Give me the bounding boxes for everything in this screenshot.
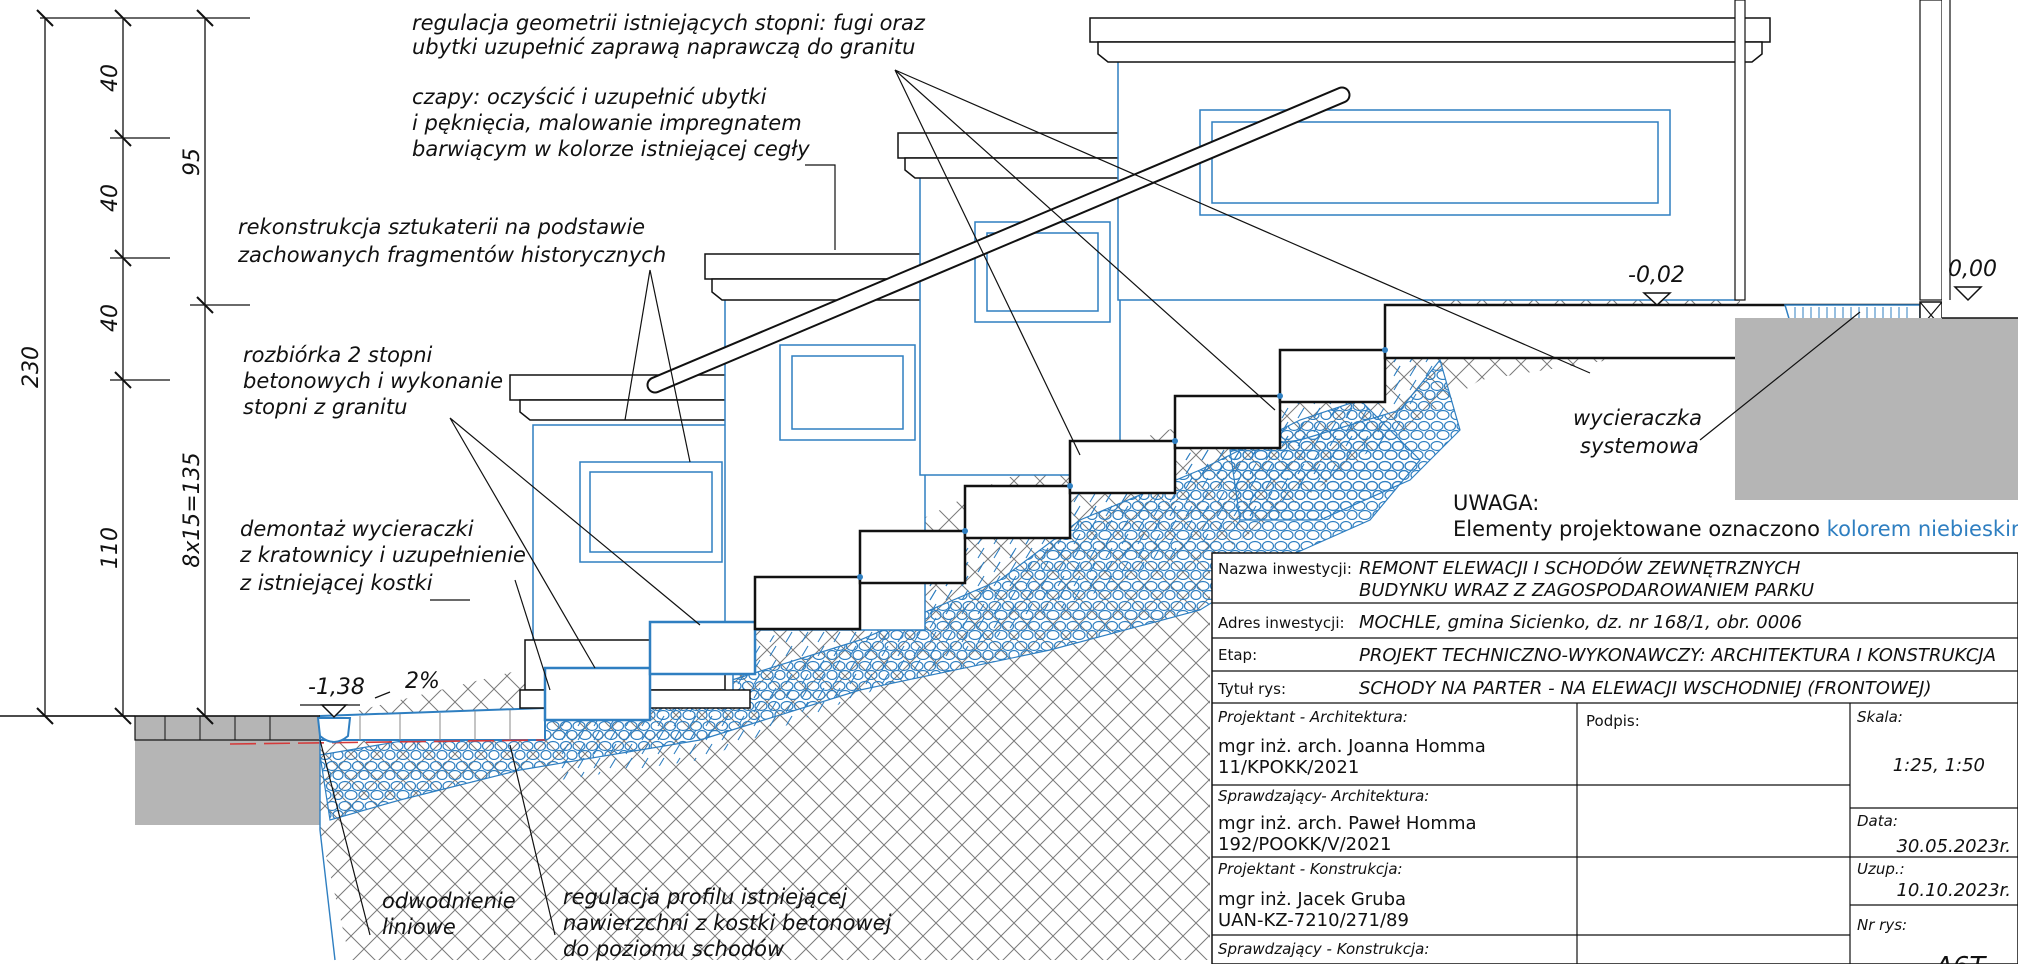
tb-skala-label: Skala: [1857, 708, 1903, 726]
note-wycieraczka-2: systemowa [1580, 434, 1699, 458]
note-regulacja-profilu-1: regulacja profilu istniejącej [563, 885, 847, 909]
uwaga-text: Elementy projektowane oznaczono kolorem … [1453, 517, 2018, 541]
note-odwodnienie-2: liniowe [382, 915, 456, 939]
note-rozbiorka-1: rozbiórka 2 stopni [243, 343, 433, 367]
tb-proj-konst-name: mgr inż. Jacek Gruba [1218, 889, 1406, 910]
note-czapy-3: barwiącym w kolorze istniejącej cegły [412, 137, 810, 161]
linear-drain [316, 717, 352, 743]
tb-skala-value: 1:25, 1:50 [1893, 755, 1985, 776]
dim-lower: 8x15=135 [180, 452, 205, 567]
leader-lines [319, 69, 1861, 936]
tb-nazwa-value-2: BUDYNKU WRAZ Z ZAGOSPODAROWANIEM PARKU [1359, 580, 1814, 601]
tb-spr-arch-no: 192/POOKK/V/2021 [1218, 834, 1391, 855]
step-7 [1173, 394, 1282, 450]
tb-data-label: Data: [1857, 812, 1898, 830]
step-5 [963, 484, 1072, 540]
level-landing: -0,02 [1628, 263, 1685, 288]
step-3 [753, 575, 862, 631]
note-regulacja-profilu-2: nawierzchni z kostki betonowej [563, 911, 892, 935]
dim-total: 230 [19, 346, 44, 388]
tb-data-value: 30.05.2023r. [1896, 836, 2011, 857]
note-demontaz-3: z istniejącej kostki [239, 571, 433, 595]
level-bottom: -1,38 [308, 675, 365, 700]
dimension-lines [36, 9, 250, 725]
granite-step-1 [543, 666, 652, 722]
dim-seg2: 40 [98, 184, 123, 212]
tb-etap-value: PROJEKT TECHNICZNO-WYKONAWCZY: ARCHITEKT… [1359, 645, 1996, 666]
granite-step-2 [648, 620, 757, 676]
dim-seg3: 40 [98, 304, 123, 332]
step-6 [1068, 439, 1177, 495]
note-regulacja-stopni-1: regulacja geometrii istniejących stopni:… [412, 11, 926, 35]
slope-label: 2% [405, 669, 440, 694]
step-4 [858, 529, 967, 585]
note-sztukateria-1: rekonstrukcja sztukaterii na podstawie [238, 215, 645, 239]
tb-nr-label: Nr rys: [1857, 916, 1907, 934]
handrail [646, 86, 1351, 394]
step-8 [1278, 348, 1387, 404]
uwaga-text-blue: kolorem niebieskim [1827, 517, 2018, 541]
tb-uzup-label: Uzup.: [1857, 860, 1905, 878]
note-odwodnienie-1: odwodnienie [382, 889, 516, 913]
note-wycieraczka-1: wycieraczka [1573, 406, 1702, 430]
note-rozbiorka-3: stopni z granitu [243, 395, 407, 419]
dim-upper: 95 [180, 148, 205, 176]
level-markers: -1,38 2% -0,02 0,00 [300, 257, 1997, 719]
tb-etap-label: Etap: [1218, 646, 1257, 664]
tb-podpis-label: Podpis: [1586, 712, 1640, 730]
left-ground [0, 706, 546, 961]
tb-proj-arch-name: mgr inż. arch. Joanna Homma [1218, 736, 1486, 757]
note-czapy-1: czapy: oczyścić i uzupełnić ubytki [412, 85, 767, 109]
tb-spr-arch-name: mgr inż. arch. Paweł Homma [1218, 813, 1477, 834]
existing-paving [134, 715, 321, 741]
annotations: regulacja geometrii istniejących stopni:… [237, 11, 2018, 961]
tb-tytul-label: Tytuł rys: [1217, 680, 1286, 698]
note-regulacja-stopni-2: ubytki uzupełnić zaprawą naprawczą do gr… [412, 35, 915, 59]
note-rozbiorka-2: betonowych i wykonanie [243, 369, 503, 393]
uwaga-text-main: Elementy projektowane oznaczono [1453, 517, 1827, 541]
building-foundation [1734, 0, 2018, 500]
tb-spr-arch-label: Sprawdzający- Architektura: [1218, 787, 1429, 805]
tb-proj-konst-label: Projektant - Konstrukcja: [1218, 860, 1403, 878]
building-wall [1089, 17, 1771, 301]
uwaga-title: UWAGA: [1453, 491, 1539, 515]
tb-nr-value: A6T [1933, 952, 1987, 964]
title-block: Nazwa inwestycji: REMONT ELEWACJI I SCHO… [1211, 552, 2018, 964]
dimension-texts: 230 40 40 40 110 95 8x15=135 [19, 64, 205, 569]
tb-nazwa-label: Nazwa inwestycji: [1218, 560, 1352, 578]
note-demontaz-1: demontaż wycieraczki [240, 517, 474, 541]
tb-uzup-value: 10.10.2023r. [1896, 880, 2011, 901]
tb-proj-arch-no: 11/KPOKK/2021 [1218, 757, 1359, 778]
level-floor: 0,00 [1948, 257, 1997, 282]
tb-proj-arch-label: Projektant - Architektura: [1218, 708, 1408, 726]
tb-proj-konst-no: UAN-KZ-7210/271/89 [1218, 910, 1409, 931]
note-demontaz-2: z kratownicy i uzupełnienie [239, 543, 526, 567]
tb-adres-value: MOCHLE, gmina Sicienko, dz. nr 168/1, ob… [1359, 612, 1802, 633]
tb-nazwa-value-1: REMONT ELEWACJI I SCHODÓW ZEWNĘTRZNYCH [1359, 557, 1801, 579]
dim-seg1: 40 [98, 64, 123, 92]
tb-adres-label: Adres inwestycji: [1218, 614, 1345, 632]
note-regulacja-profilu-3: do poziomu schodów [563, 937, 785, 961]
tb-spr-konst-label: Sprawdzający - Konstrukcja: [1218, 940, 1429, 958]
note-sztukateria-2: zachowanych fragmentów historycznych [237, 243, 666, 267]
concrete-base-left [135, 740, 320, 825]
drain-red-line [229, 739, 546, 745]
stone-aggregate-upper [1229, 358, 1461, 521]
note-czapy-2: i pęknięcia, malowanie impregnatem [412, 111, 802, 135]
pillar-upper [897, 132, 1144, 476]
tb-tytul-value: SCHODY NA PARTER - NA ELEWACJI WSCHODNIE… [1359, 678, 1931, 699]
dim-seg4: 110 [98, 527, 123, 569]
